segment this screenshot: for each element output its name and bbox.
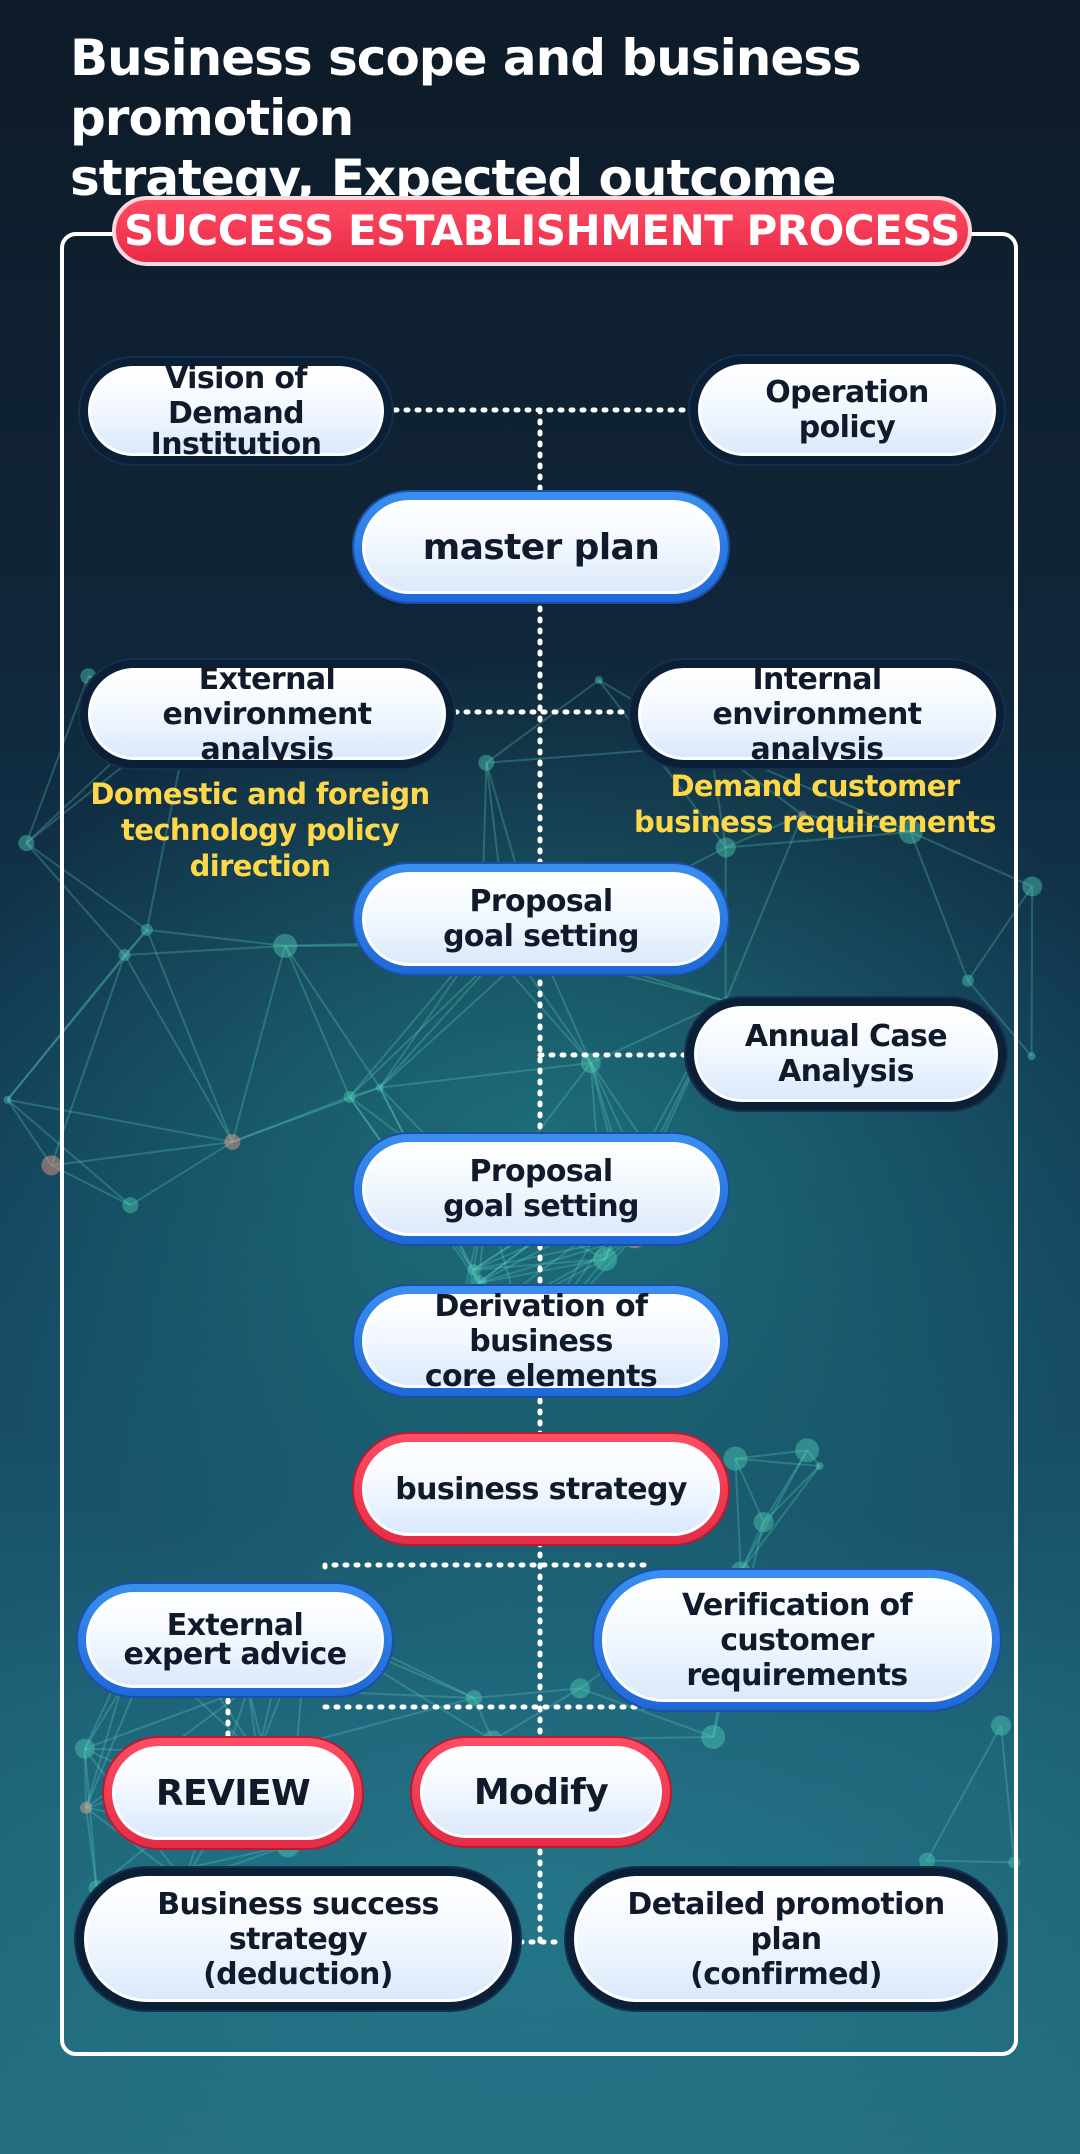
node-internal-environment-line2: analysis [750,731,884,767]
process-banner: SUCCESS ESTABLISHMENT PROCESS [112,196,972,266]
node-review: REVIEW [104,1738,362,1848]
node-external-environment-line1: External environment [162,661,372,732]
node-annual-case-line1: Annual Case [744,1019,948,1054]
node-proposal-goal-1-line2: goal setting [443,919,639,954]
node-derivation-line2: core elements [424,1358,658,1394]
node-vision-line2: Institution [150,426,322,462]
node-promotion-plan-line1: Detailed promotion plan [627,1886,945,1957]
node-vision-line1: Vision of Demand [165,360,307,431]
node-success-strategy: Business success strategy(deduction) [76,1868,520,2010]
node-annual-case-line2: Analysis [778,1054,914,1089]
node-success-strategy-line1: Business success strategy [157,1886,439,1957]
node-proposal-goal-2-line1: Proposal [469,1154,613,1189]
connector-advice-top [322,1562,653,1570]
note-external-line1: Domestic and foreign [90,777,430,811]
node-external-expert-line1: External [166,1608,304,1643]
node-external-environment-line2: analysis [200,731,334,767]
note-internal: Demand customer business requirements [630,768,1000,840]
node-review-line1: REVIEW [155,1772,311,1814]
node-master-plan-line1: master plan [422,526,660,568]
node-success-strategy-line2: (deduction) [203,1956,393,1992]
node-derivation-line1: Derivation of business [434,1288,648,1359]
node-proposal-goal-2-line2: goal setting [443,1189,639,1224]
note-external: Domestic and foreign technology policy d… [60,776,460,884]
note-internal-line2: business requirements [634,805,996,839]
node-promotion-plan: Detailed promotion plan(confirmed) [566,1868,1006,2010]
node-business-strategy-line1: business strategy [395,1471,687,1507]
node-modify-line1: Modify [473,1771,609,1813]
node-external-expert-line2: expert advice [123,1637,348,1672]
note-internal-line1: Demand customer [670,769,960,803]
node-verification-line1: Verification of customer [681,1587,913,1658]
node-business-strategy: business strategy [354,1434,728,1544]
note-external-line2: technology policy direction [120,813,400,883]
title-line-1: Business scope and business promotion [70,29,862,147]
node-promotion-plan-line2: (confirmed) [690,1956,882,1992]
node-verification-line2: requirements [686,1657,908,1693]
node-proposal-goal-1-line1: Proposal [469,884,613,919]
node-operation-policy-line1: Operation policy [765,375,929,445]
node-modify: Modify [412,1738,670,1846]
node-operation-policy: Operation policy [690,356,1004,464]
node-internal-environment-line1: Internal environment [712,661,922,732]
node-master-plan: master plan [354,492,728,602]
